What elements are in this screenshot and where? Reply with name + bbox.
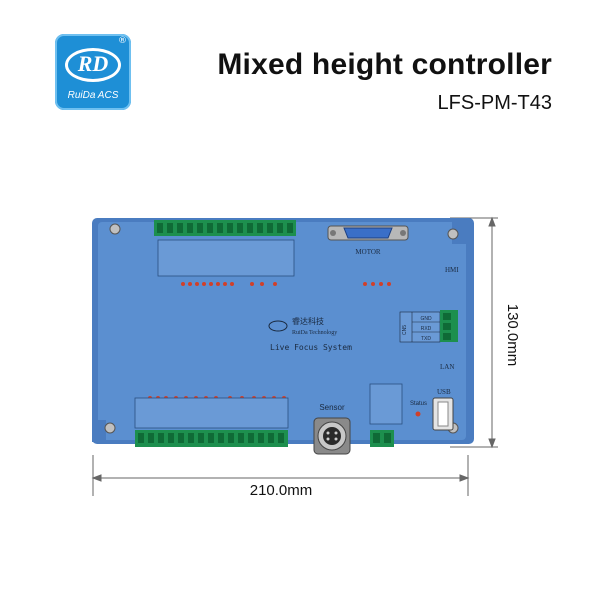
analog-terminal <box>370 430 394 447</box>
board-brand-cn: 睿达科技 <box>292 316 324 326</box>
usb-port <box>432 397 454 431</box>
sensor-connector <box>313 417 351 455</box>
hmi-pin-rxd: RXD <box>421 326 432 332</box>
page-title: Mixed height controller <box>217 48 552 81</box>
registered-mark: ® <box>118 36 127 46</box>
model-number: LFS-PM-T43 <box>437 92 552 114</box>
status-led <box>415 411 421 417</box>
width-dimension <box>91 455 470 496</box>
board-brand-en: RuiDa Technology <box>292 330 337 336</box>
hmi-pin-txd: TXD <box>421 336 431 342</box>
label-motor: MOTOR <box>355 248 380 256</box>
label-lan: LAN <box>440 363 454 371</box>
top-terminal-block <box>154 220 296 277</box>
logo-mark: RD <box>77 51 109 76</box>
hmi-pin-gnd: GND <box>420 316 432 322</box>
logo-brand-text: RuiDa ACS <box>67 90 119 101</box>
label-usb: USB <box>437 388 451 396</box>
height-dimension <box>450 216 498 449</box>
bottom-terminal-block <box>135 430 288 447</box>
label-status: Status <box>410 401 427 407</box>
height-label: 130.0mm <box>504 304 521 367</box>
product-name: Live Focus System <box>270 343 352 352</box>
width-label: 210.0mm <box>250 482 313 499</box>
ruida-logo: ® RD RuiDa ACS <box>55 34 131 110</box>
label-sensor: Sensor <box>319 403 345 412</box>
label-hmi: HMI <box>445 266 459 274</box>
board-brand-logo <box>268 320 288 332</box>
hmi-terminal <box>440 310 458 342</box>
motor-connector <box>327 225 409 241</box>
logo-oval-icon <box>65 48 121 82</box>
analog-pin-table <box>369 383 403 425</box>
bottom-pin-table <box>134 397 289 429</box>
led-indicators-top <box>181 282 391 286</box>
hmi-conn-label: CN5 <box>402 325 408 335</box>
